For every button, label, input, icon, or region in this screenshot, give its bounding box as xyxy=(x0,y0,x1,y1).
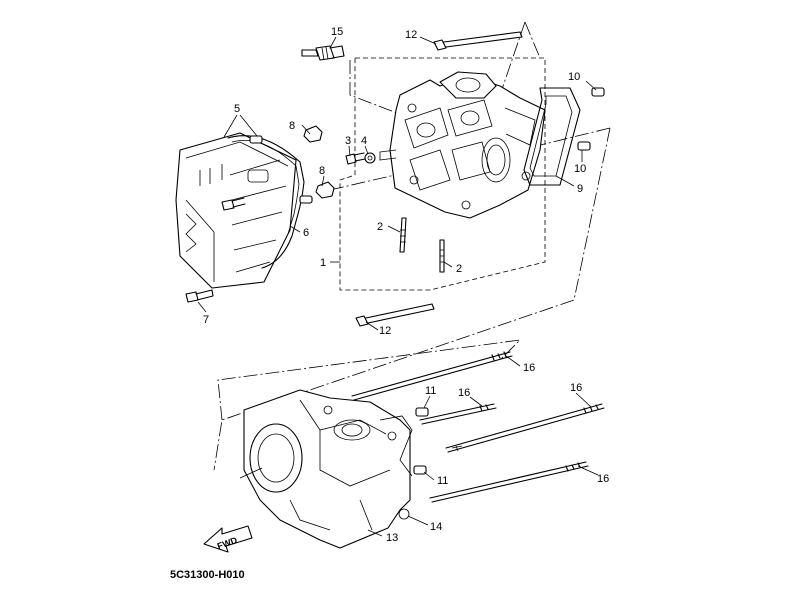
cylinder-head xyxy=(379,71,546,219)
callout-12-lower: 12 xyxy=(379,325,391,337)
studs-16 xyxy=(351,351,605,503)
dowel-pins-5 xyxy=(249,135,313,204)
callout-16-c: 16 xyxy=(570,382,582,394)
callout-8-upper: 8 xyxy=(289,120,295,132)
callout-15: 15 xyxy=(331,26,343,38)
exhaust-gasket-9 xyxy=(523,87,581,186)
callout-3: 3 xyxy=(345,135,351,147)
callout-13: 13 xyxy=(386,532,398,544)
cylinder-head-cover xyxy=(175,132,297,289)
callout-2-lower: 2 xyxy=(456,263,462,275)
leader-lines xyxy=(197,36,599,537)
callout-5: 5 xyxy=(234,103,240,115)
callout-7: 7 xyxy=(203,314,209,326)
dowel-pins-10 xyxy=(577,87,605,151)
studs-2 xyxy=(399,217,445,273)
fwd-arrow-icon: FWD xyxy=(203,525,253,553)
callout-2-upper: 2 xyxy=(377,221,383,233)
callout-labels: 1 2 2 3 4 5 6 7 8 8 9 10 10 11 11 12 12 … xyxy=(203,26,609,544)
nuts-8 xyxy=(303,125,335,199)
cylinder xyxy=(243,389,413,549)
cover-bolt-7 xyxy=(185,197,246,303)
spark-plug-15 xyxy=(301,45,345,61)
callout-16-a: 16 xyxy=(523,362,535,374)
diagram-code: 5C31300-H010 xyxy=(170,569,245,581)
callout-6: 6 xyxy=(303,227,309,239)
callout-14: 14 xyxy=(430,521,442,533)
callout-10-upper: 10 xyxy=(568,71,580,83)
callout-1: 1 xyxy=(320,257,326,269)
callout-4: 4 xyxy=(361,135,367,147)
callout-12-upper: 12 xyxy=(405,29,417,41)
long-bolts-12 xyxy=(355,31,523,327)
callout-9: 9 xyxy=(577,183,583,195)
callout-16-b: 16 xyxy=(458,387,470,399)
callout-16-d: 16 xyxy=(597,473,609,485)
bolt-3-washer-4 xyxy=(345,152,376,165)
dowel-pins-11 xyxy=(413,407,429,475)
callout-11-lower: 11 xyxy=(437,475,448,487)
callout-11-upper: 11 xyxy=(425,385,436,397)
callout-8-lower: 8 xyxy=(319,165,325,177)
callout-10-lower: 10 xyxy=(574,163,586,175)
